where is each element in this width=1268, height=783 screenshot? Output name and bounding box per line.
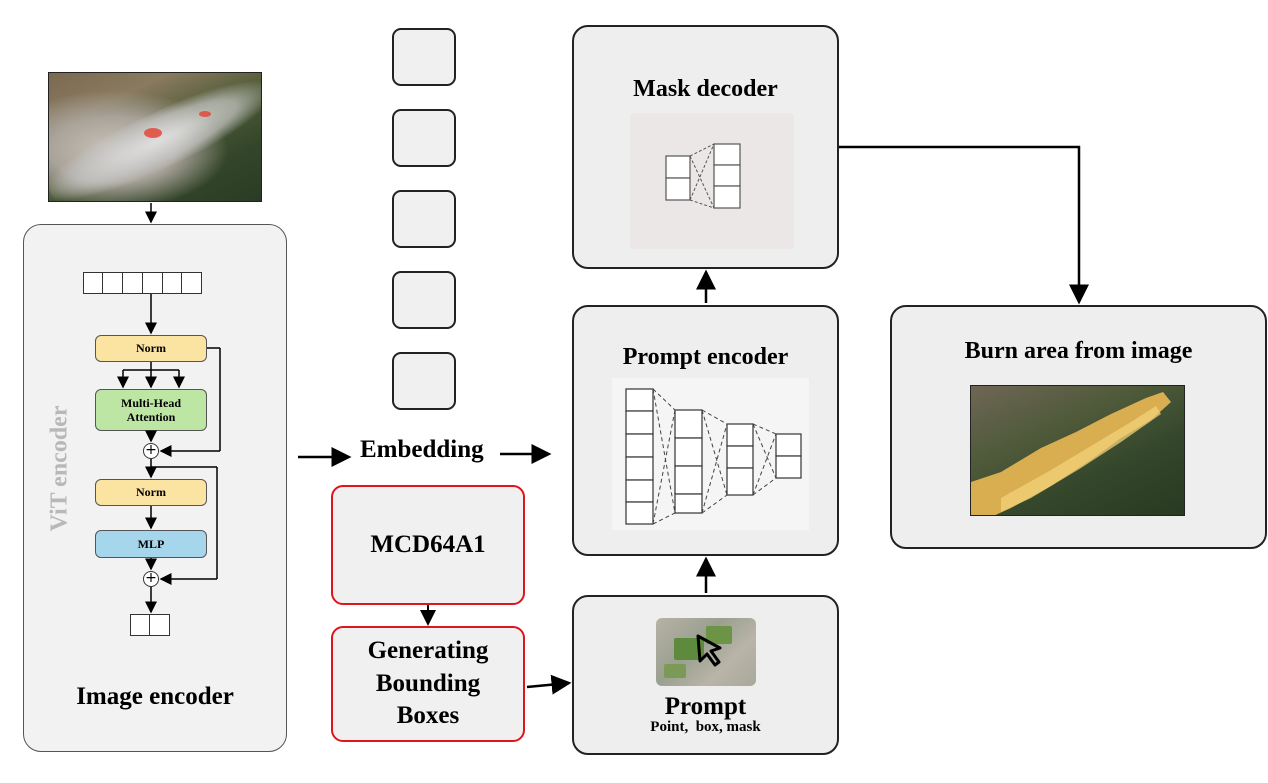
token-cell: [129, 614, 151, 636]
residual-add-icon: +: [143, 443, 159, 459]
embedding-token: [392, 352, 456, 410]
norm-block-2: Norm: [95, 479, 207, 506]
mask-decoder-network-icon: [630, 113, 794, 249]
embedding-token: [392, 109, 456, 167]
embedding-token: [392, 190, 456, 248]
burn-area-output-image: [970, 385, 1185, 516]
token-cell: [161, 272, 183, 294]
bbox-label-line: Bounding: [375, 669, 481, 697]
field-patch: [706, 626, 732, 644]
embedding-token: [392, 28, 456, 86]
token-cell: [149, 614, 171, 636]
input-satellite-image: [48, 72, 262, 202]
burn-area-mask: [971, 392, 1171, 515]
multi-head-attention-block: Multi-Head Attention: [95, 389, 207, 431]
prompt-encoder-title: Prompt encoder: [622, 344, 789, 370]
embedding-label: Embedding: [360, 436, 484, 463]
field-patch: [674, 638, 704, 660]
field-patch: [664, 664, 686, 678]
bounding-box-generator: Generating Bounding Boxes: [331, 626, 525, 742]
bbox-label-line: Generating: [367, 637, 489, 665]
fire-spot: [144, 128, 162, 138]
image-encoder-title: Image encoder: [76, 683, 234, 710]
mask-decoder-title: Mask decoder: [633, 76, 778, 102]
burn-area-title: Burn area from image: [964, 338, 1193, 364]
cursor-icon: [694, 632, 730, 673]
prompt-subtitle: Point, box, mask: [650, 719, 761, 735]
prompt-map-thumbnail: [656, 618, 756, 686]
token-cell: [82, 272, 104, 294]
token-cell: [102, 272, 124, 294]
vit-encoder-label: ViT encoder: [46, 405, 73, 532]
mcd64a1-box: MCD64A1: [331, 485, 525, 605]
token-cell: [141, 272, 163, 294]
embedding-token: [392, 271, 456, 329]
mlp-block: MLP: [95, 530, 207, 558]
norm-block-1: Norm: [95, 335, 207, 362]
prompt-title: Prompt: [664, 693, 747, 720]
residual-add-icon: +: [143, 571, 159, 587]
output-token-sequence: [129, 614, 171, 636]
token-cell: [122, 272, 144, 294]
prompt-encoder-network-icon: [612, 378, 809, 530]
bbox-label-line: Boxes: [396, 702, 460, 730]
token-cell: [181, 272, 203, 294]
fire-spot: [199, 111, 211, 117]
input-token-sequence: [82, 272, 203, 294]
